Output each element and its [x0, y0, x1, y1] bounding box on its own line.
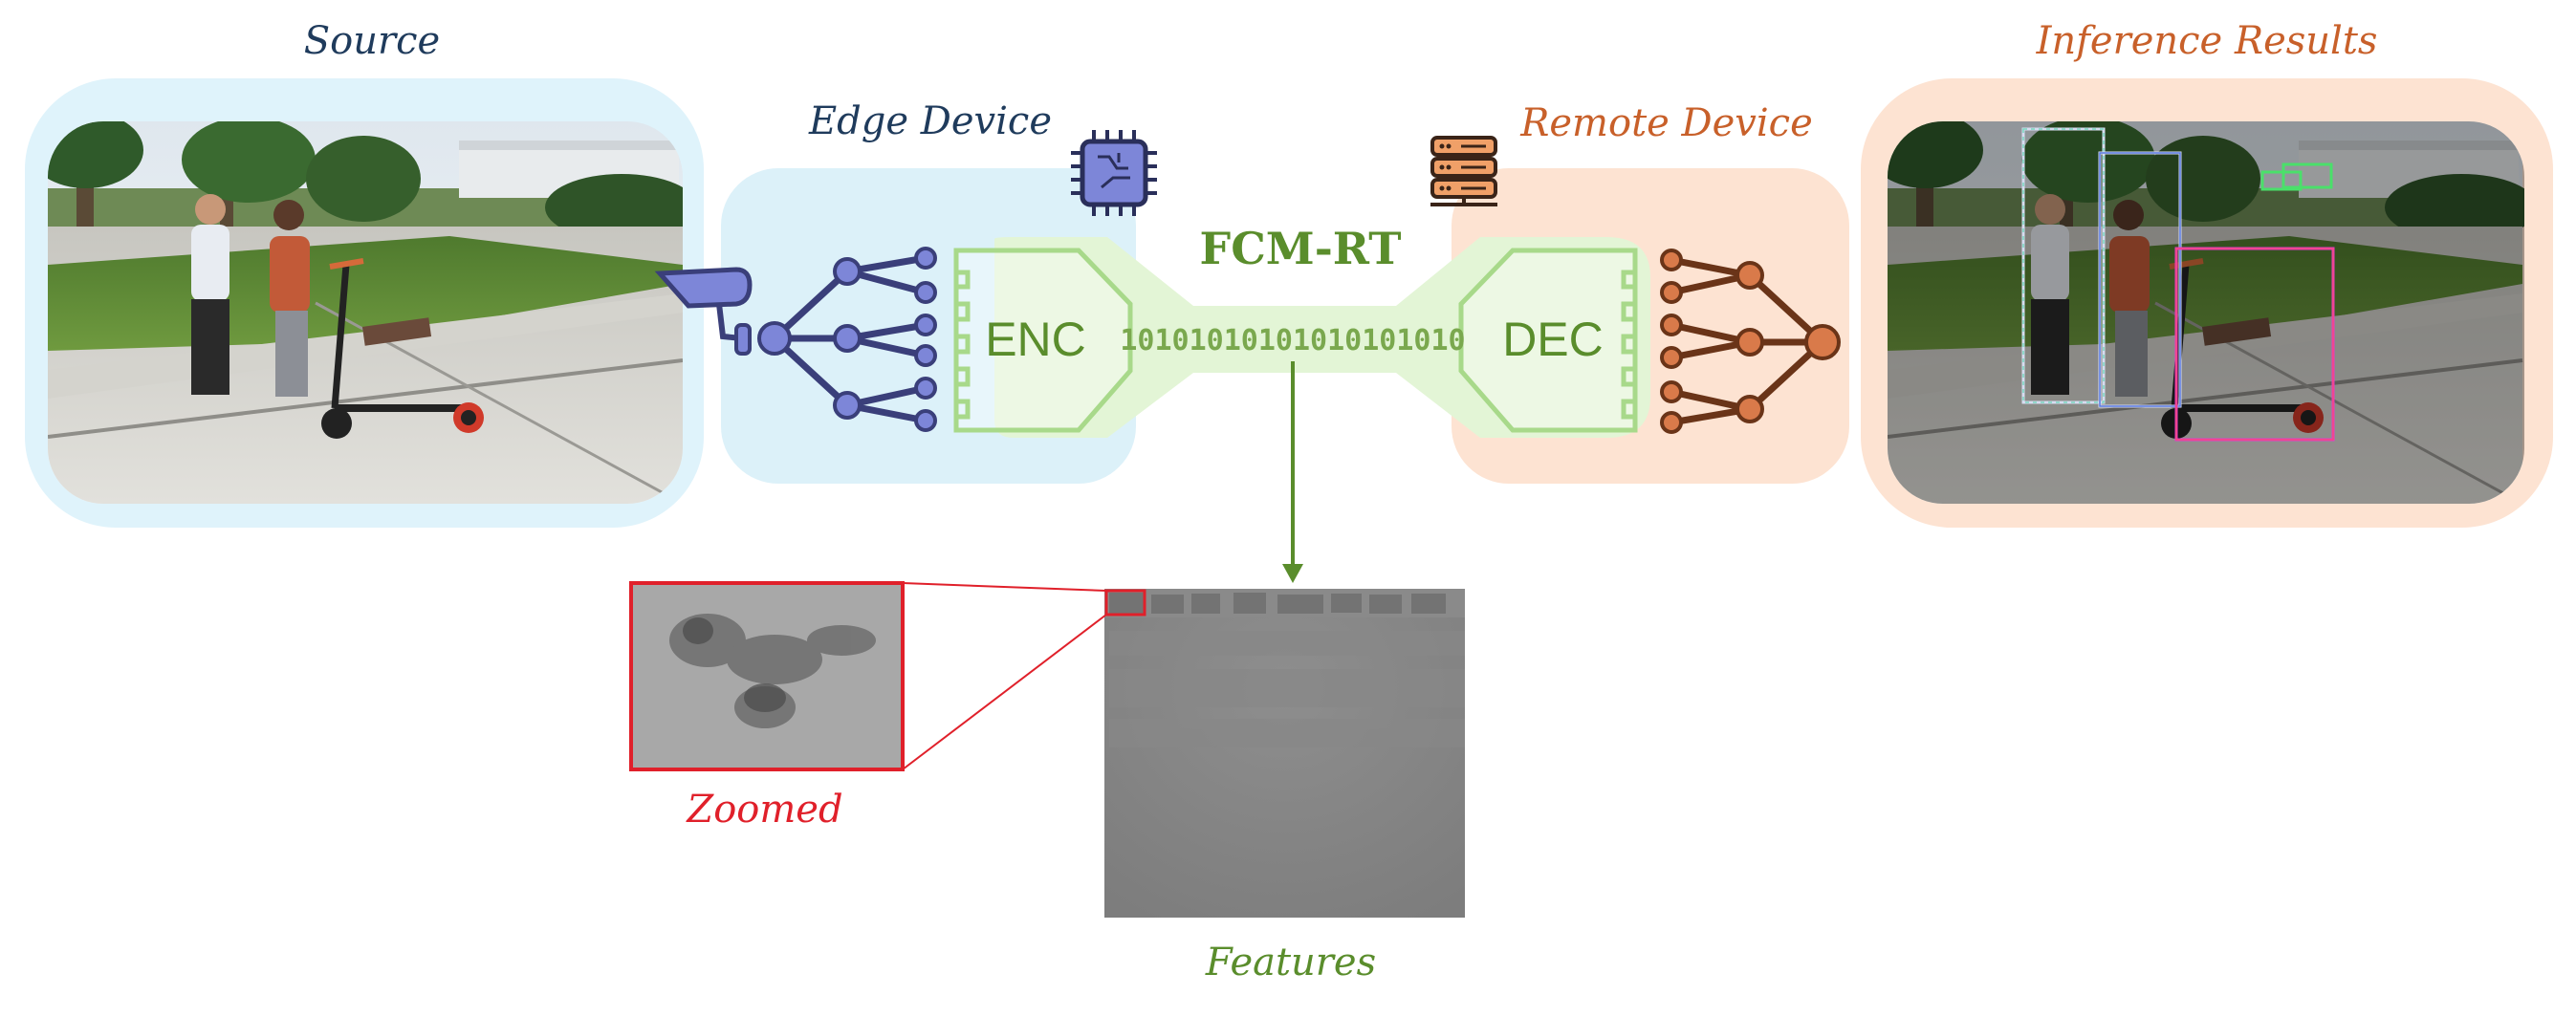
codec-title: FCM-RT	[1200, 223, 1402, 274]
zoomed-image	[629, 581, 905, 771]
source-panel	[25, 78, 704, 528]
decoder-label: DEC	[1502, 313, 1604, 366]
source-image	[29, 112, 698, 504]
chip-icon	[1071, 130, 1157, 216]
remote-device-label: Remote Device	[1519, 101, 1812, 145]
server-icon	[1430, 136, 1497, 206]
source-label: Source	[304, 19, 440, 63]
bitstream-text: 10101010101010101010	[1120, 324, 1465, 357]
inference-image	[1888, 121, 2524, 504]
edge-device-label: Edge Device	[808, 99, 1052, 143]
features-arrow	[1282, 361, 1303, 583]
encoder-nodes	[757, 247, 937, 432]
encoder-block: ENC	[953, 248, 1133, 433]
codec-band	[994, 237, 1650, 438]
decoder-nodes	[1660, 249, 1841, 434]
zoom-connectors	[902, 582, 1107, 770]
camera-icon	[654, 267, 753, 356]
decoder-block: DEC	[1458, 248, 1638, 433]
inference-panel	[1861, 78, 2553, 528]
features-image	[1104, 589, 1465, 918]
inference-results-label: Inference Results	[2036, 19, 2378, 63]
zoomed-label: Zoomed	[685, 788, 842, 832]
features-label: Features	[1205, 941, 1376, 985]
encoder-label: ENC	[985, 313, 1086, 366]
